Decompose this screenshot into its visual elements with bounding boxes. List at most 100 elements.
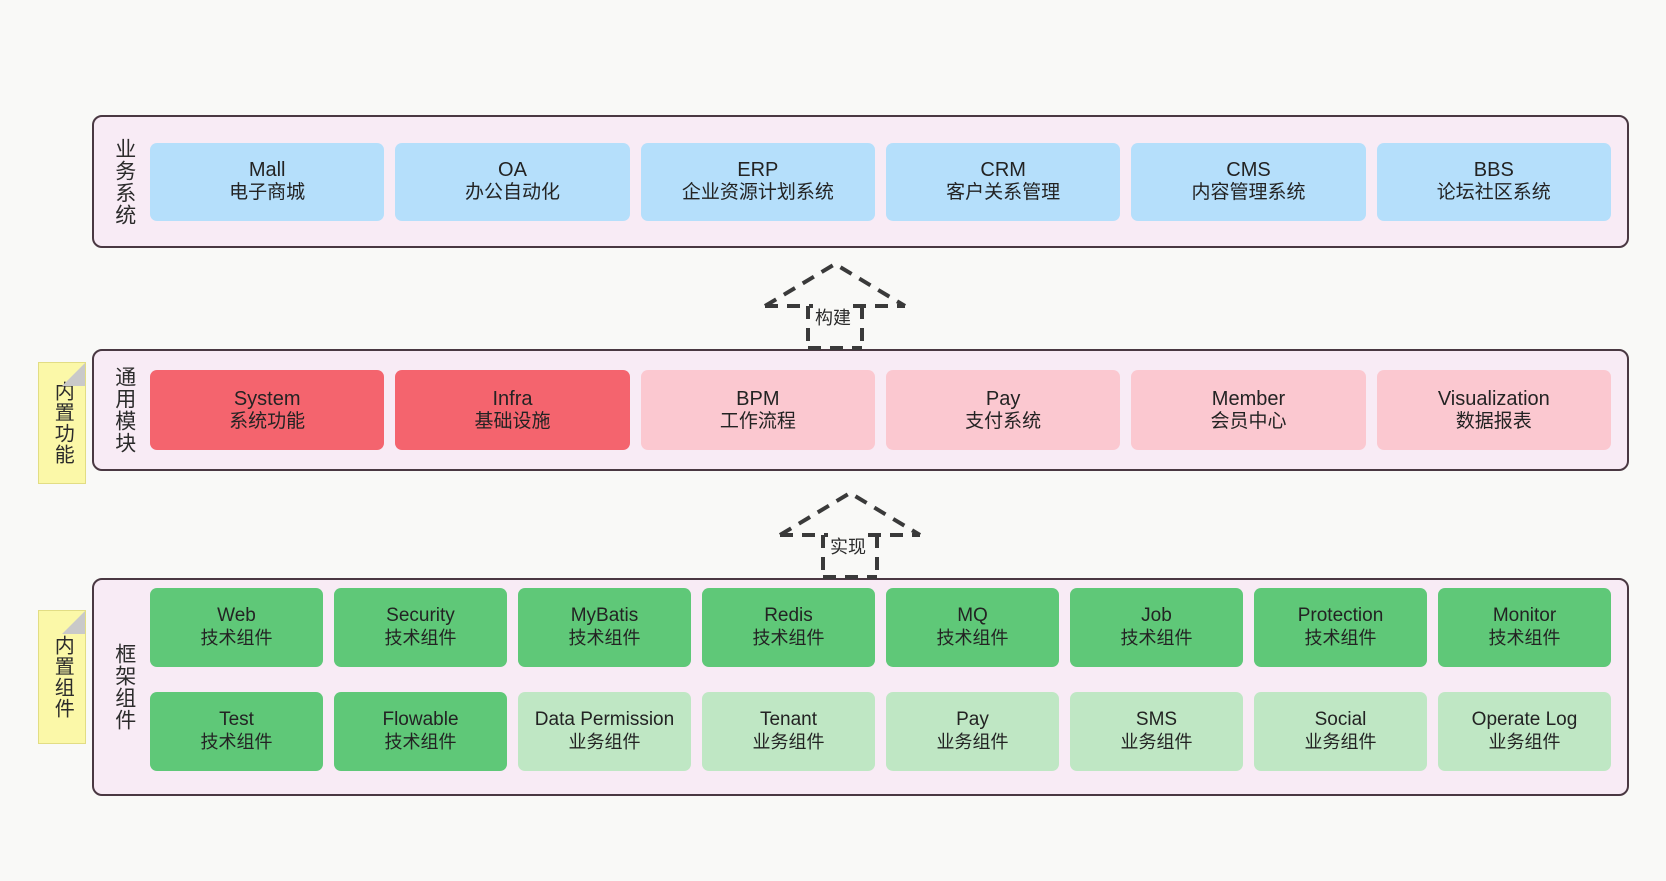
node-title: Operate Log — [1471, 709, 1578, 731]
connector-build: 构建 — [755, 258, 915, 350]
node-title: Flowable — [382, 709, 459, 731]
node-sms[interactable]: SMS 业务组件 — [1070, 692, 1243, 771]
sticky-note-text: 内置组件 — [51, 635, 74, 719]
arrow-head-triangle-implement — [778, 490, 922, 537]
node-security[interactable]: Security 技术组件 — [334, 588, 507, 667]
node-title: SMS — [1135, 709, 1178, 731]
node-bbs[interactable]: BBS 论坛社区系统 — [1376, 142, 1611, 221]
node-subtitle: 会员中心 — [1210, 410, 1287, 432]
node-operate-log[interactable]: Operate Log 业务组件 — [1438, 692, 1611, 771]
node-erp[interactable]: ERP 企业资源计划系统 — [640, 142, 875, 221]
node-title: Test — [219, 709, 254, 731]
node-mybatis[interactable]: MyBatis 技术组件 — [518, 588, 691, 667]
node-subtitle: 技术组件 — [1488, 628, 1561, 649]
node-subtitle: 技术组件 — [200, 732, 273, 753]
section-common-modules: 通用模块 System 系统功能 Infra 基础设施 BPM 工作流程 Pay… — [92, 349, 1629, 471]
node-title: CMS — [1226, 159, 1271, 182]
node-title: ERP — [737, 159, 779, 182]
node-title: Tenant — [759, 709, 818, 731]
node-title: Job — [1141, 605, 1172, 627]
framework-row-technical: Web 技术组件 Security 技术组件 MyBatis 技术组件 Redi… — [150, 588, 1611, 682]
node-tenant[interactable]: Tenant 业务组件 — [702, 692, 875, 771]
node-subtitle: 业务组件 — [1304, 732, 1377, 753]
node-title: Monitor — [1492, 605, 1557, 627]
node-title: Web — [217, 605, 256, 627]
section-label-framework-components: 框架组件 — [112, 643, 136, 731]
node-redis[interactable]: Redis 技术组件 — [702, 588, 875, 667]
node-subtitle: 工作流程 — [719, 410, 796, 432]
node-subtitle: 业务组件 — [752, 732, 825, 753]
node-subtitle: 企业资源计划系统 — [681, 182, 834, 204]
node-title: Member — [1211, 387, 1286, 410]
node-subtitle: 技术组件 — [1304, 628, 1377, 649]
node-mall[interactable]: Mall 电子商城 — [150, 142, 385, 221]
node-social[interactable]: Social 业务组件 — [1254, 692, 1427, 771]
node-subtitle: 技术组件 — [568, 628, 641, 649]
sticky-note-text: 内置功能 — [51, 381, 74, 465]
node-infra[interactable]: Infra 基础设施 — [395, 370, 630, 450]
node-monitor[interactable]: Monitor 技术组件 — [1438, 588, 1611, 667]
node-title: Redis — [764, 605, 813, 627]
section-label-common-modules: 通用模块 — [112, 366, 136, 454]
node-title: OA — [498, 159, 527, 182]
node-cms[interactable]: CMS 内容管理系统 — [1131, 142, 1366, 221]
framework-row-business: Test 技术组件 Flowable 技术组件 Data Permission … — [150, 692, 1611, 786]
arrow-stem-build — [806, 306, 864, 350]
node-subtitle: 技术组件 — [384, 732, 457, 753]
node-title: Protection — [1297, 605, 1384, 627]
node-title: Data Permission — [534, 709, 675, 731]
node-subtitle: 技术组件 — [752, 628, 825, 649]
node-member[interactable]: Member 会员中心 — [1131, 370, 1366, 450]
node-subtitle: 技术组件 — [936, 628, 1009, 649]
node-subtitle: 电子商城 — [229, 182, 306, 204]
node-pay[interactable]: Pay 支付系统 — [885, 370, 1121, 450]
node-subtitle: 业务组件 — [1488, 732, 1561, 753]
node-web[interactable]: Web 技术组件 — [150, 588, 323, 667]
node-title: BBS — [1473, 159, 1514, 182]
section-business-systems: 业务系统 Mall 电子商城 OA 办公自动化 ERP 企业资源计划系统 CRM… — [92, 115, 1629, 248]
node-bpm[interactable]: BPM 工作流程 — [640, 370, 875, 450]
node-title: Pay — [985, 387, 1021, 410]
node-subtitle: 数据报表 — [1455, 410, 1532, 432]
node-flowable[interactable]: Flowable 技术组件 — [334, 692, 507, 771]
node-subtitle: 办公自动化 — [464, 182, 560, 204]
sticky-note-builtin-features: 内置功能 — [38, 362, 86, 484]
node-subtitle: 技术组件 — [384, 628, 457, 649]
arrow-head-triangle-build — [763, 261, 907, 308]
node-pay-business[interactable]: Pay 业务组件 — [886, 692, 1059, 771]
node-title: CRM — [980, 159, 1026, 182]
node-subtitle: 内容管理系统 — [1191, 182, 1306, 204]
node-protection[interactable]: Protection 技术组件 — [1254, 588, 1427, 667]
node-oa[interactable]: OA 办公自动化 — [395, 142, 630, 221]
common-modules-node-list: System 系统功能 Infra 基础设施 BPM 工作流程 Pay 支付系统… — [144, 359, 1617, 461]
node-subtitle: 基础设施 — [474, 410, 551, 432]
node-title: MQ — [957, 605, 988, 627]
connector-label-build: 构建 — [813, 304, 853, 330]
node-title: Pay — [956, 709, 989, 731]
framework-components-node-list: Web 技术组件 Security 技术组件 MyBatis 技术组件 Redi… — [144, 588, 1617, 786]
connector-implement: 实现 — [770, 487, 930, 579]
node-test[interactable]: Test 技术组件 — [150, 692, 323, 771]
node-subtitle: 支付系统 — [965, 410, 1042, 432]
node-subtitle: 论坛社区系统 — [1436, 182, 1551, 204]
sticky-note-builtin-components: 内置组件 — [38, 610, 86, 744]
node-job[interactable]: Job 技术组件 — [1070, 588, 1243, 667]
node-title: System — [233, 387, 301, 410]
node-data-permission[interactable]: Data Permission 业务组件 — [518, 692, 691, 771]
node-subtitle: 客户关系管理 — [946, 182, 1061, 204]
node-subtitle: 业务组件 — [568, 732, 641, 753]
node-visualization[interactable]: Visualization 数据报表 — [1376, 370, 1611, 450]
node-subtitle: 技术组件 — [200, 628, 273, 649]
node-mq[interactable]: MQ 技术组件 — [886, 588, 1059, 667]
node-subtitle: 业务组件 — [1120, 732, 1193, 753]
node-title: Security — [386, 605, 455, 627]
node-subtitle: 业务组件 — [936, 732, 1009, 753]
node-subtitle: 系统功能 — [229, 410, 306, 432]
connector-label-implement: 实现 — [828, 533, 868, 559]
node-system[interactable]: System 系统功能 — [150, 370, 385, 450]
node-title: Mall — [248, 159, 286, 182]
node-crm[interactable]: CRM 客户关系管理 — [885, 142, 1121, 221]
business-systems-node-list: Mall 电子商城 OA 办公自动化 ERP 企业资源计划系统 CRM 客户关系… — [144, 125, 1617, 238]
section-label-business-systems: 业务系统 — [112, 137, 136, 226]
